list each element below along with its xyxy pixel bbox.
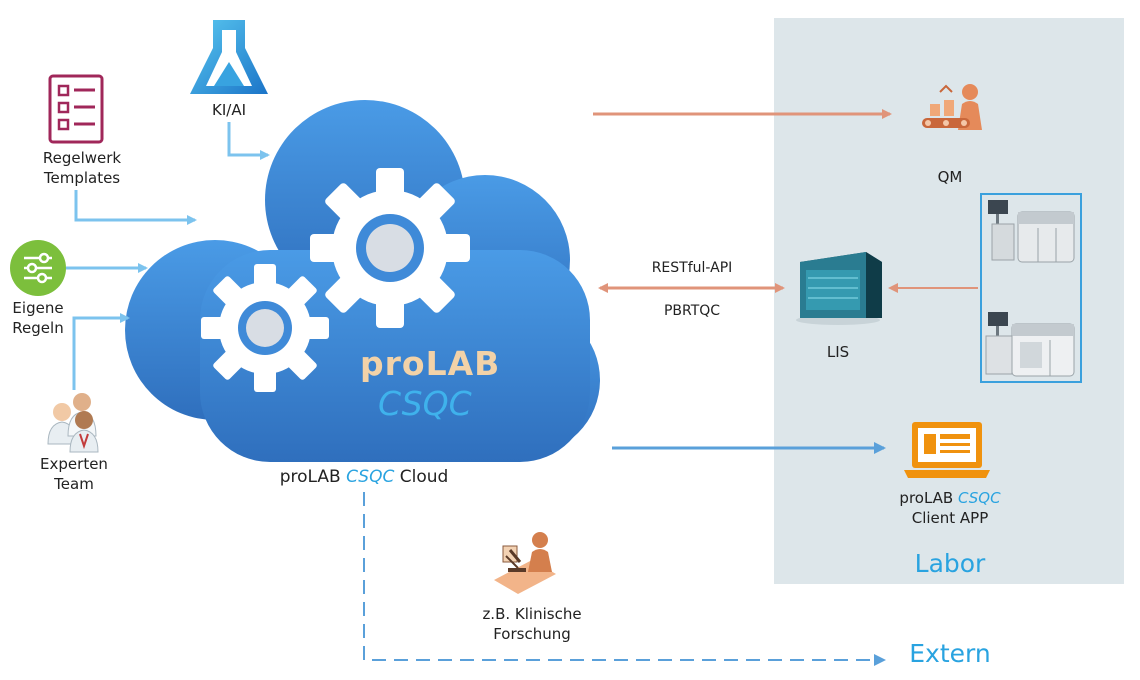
flask-icon — [190, 20, 268, 94]
lis-label: LIS — [826, 343, 850, 361]
forschung-label: z.B. Klinische Forschung — [482, 604, 581, 644]
regelwerk-templates-label: Regelwerk Templates — [43, 148, 121, 188]
cloud-brand-prolab: proLAB — [360, 344, 501, 383]
forschung-line1: z.B. Klinische — [482, 605, 582, 623]
qm-worker-icon — [922, 84, 982, 130]
input-connectors — [66, 122, 270, 390]
api-label-restful: RESTful-API — [651, 260, 733, 276]
sliders-icon — [10, 240, 66, 296]
regelwerk-line1: Regelwerk — [42, 149, 122, 167]
cloud-caption-csqc: CSQC — [346, 467, 395, 487]
regelwerk-line2: Templates — [43, 169, 121, 187]
server-icon — [796, 252, 882, 325]
client-suffix: Client APP — [911, 509, 989, 527]
gear-icon — [310, 168, 470, 328]
client-app-label: proLAB CSQC Client APP — [899, 488, 1000, 528]
cloud-caption: proLAB CSQC Cloud — [280, 467, 449, 487]
forschung-line2: Forschung — [493, 625, 571, 643]
ki-ai-label: KI/AI — [212, 101, 246, 119]
gear-icon — [201, 264, 329, 392]
microscope-researcher-icon — [494, 532, 556, 594]
cloud-brand-csqc: CSQC — [378, 384, 472, 423]
qm-label: QM — [937, 168, 963, 186]
experten-team-label: Experten Team — [40, 454, 108, 494]
eigene-line1: Eigene — [12, 299, 64, 317]
api-label-pbrtqc: PBRTQC — [663, 303, 721, 319]
eigene-regeln-label: Eigene Regeln — [12, 298, 63, 338]
eigene-line2: Regeln — [12, 319, 64, 337]
lab-analyzer-icon — [985, 312, 1075, 377]
labor-region-label: Labor — [914, 549, 986, 578]
cloud-brand: proLAB CSQC — [360, 344, 500, 424]
cloud-caption-prefix: proLAB — [279, 467, 341, 487]
extern-region-label: Extern — [909, 639, 991, 668]
cloud-caption-suffix: Cloud — [399, 467, 449, 487]
experten-line1: Experten — [40, 455, 108, 473]
dashed-connector-extern — [363, 492, 886, 666]
doctors-icon — [47, 393, 99, 453]
checklist-icon — [48, 74, 104, 144]
lab-devices-box — [980, 193, 1082, 383]
laptop-icon — [904, 422, 990, 478]
experten-line2: Team — [54, 475, 94, 493]
lab-analyzer-icon — [988, 200, 1075, 263]
client-csqc: CSQC — [958, 489, 1001, 507]
client-prefix: proLAB — [899, 489, 954, 507]
